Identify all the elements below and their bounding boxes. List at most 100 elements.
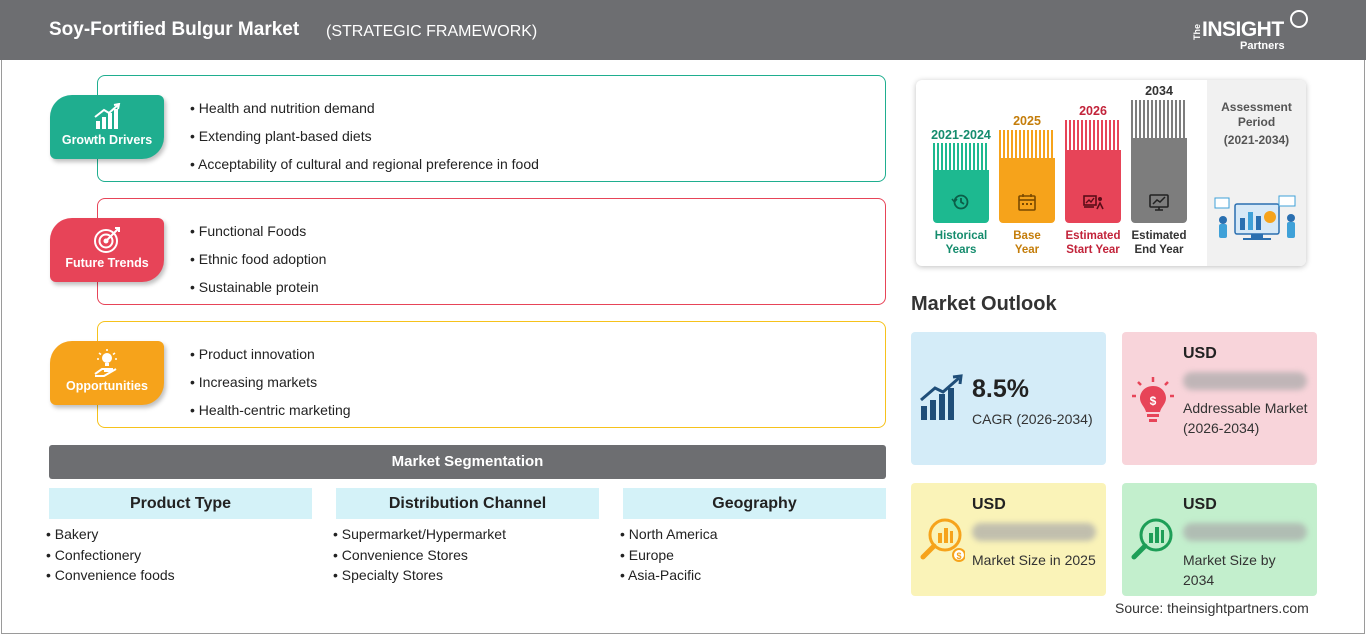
growth-drivers-label: Growth Drivers: [61, 133, 153, 147]
insight-partners-logo[interactable]: The INSIGHT Partners: [1188, 10, 1318, 54]
future-trends-list: Functional Foods Ethnic food adoption Su…: [190, 217, 327, 301]
cagr-card: 8.5% CAGR (2026-2034): [911, 332, 1106, 465]
analyst-dashboard-icon: [1214, 195, 1296, 240]
list-item: Functional Foods: [190, 217, 326, 245]
page-subtitle: (STRATEGIC FRAMEWORK): [326, 23, 538, 40]
timeline-year: 2026: [1079, 104, 1107, 118]
geography-list: North America Europe Asia-Pacific: [620, 524, 718, 586]
list-item: Health-centric marketing: [190, 396, 351, 424]
timeline-bar-body: [933, 170, 989, 223]
list-item: Ethnic food adoption: [190, 245, 327, 273]
timeline-bar-stripes: [1065, 120, 1121, 150]
segment-heading-geography: Geography: [623, 488, 886, 519]
distribution-channel-list: Supermarket/Hypermarket Convenience Stor…: [333, 524, 506, 586]
timeline-year: 2034: [1145, 84, 1173, 98]
history-clock-icon: [951, 194, 969, 210]
timeline-bar: [1065, 120, 1121, 223]
size2034-label: Market Size by 2034: [1183, 552, 1276, 588]
assessment-title: Assessment Period: [1221, 100, 1292, 129]
list-item: Convenience Stores: [333, 545, 506, 566]
content-frame: [1, 60, 1365, 634]
timeline-label-line2: Year: [1014, 244, 1040, 256]
magnifier-chart-icon: $: [920, 518, 965, 562]
bar-chart-growth-icon: [94, 103, 121, 129]
assessment-period-box: Assessment Period (2021-2034): [1207, 80, 1306, 266]
timeline-year: 2025: [1013, 114, 1041, 128]
list-item: Increasing markets: [190, 368, 351, 396]
svg-text:$: $: [956, 551, 961, 561]
market-outlook-title: Market Outlook: [911, 293, 1057, 315]
timeline-label-line2: End Year: [1134, 244, 1184, 256]
timeline-label-line1: Estimated: [1065, 230, 1121, 242]
list-item: Bakery: [46, 524, 175, 545]
timeline-bar-stripes: [1131, 100, 1187, 138]
cagr-value: 8.5%: [972, 375, 1029, 403]
assessment-period: (2021-2034): [1223, 133, 1290, 147]
list-item: Europe: [620, 545, 718, 566]
timeline-bar-stripes: [933, 143, 989, 170]
timeline-label-line1: Historical: [934, 230, 988, 242]
source-link[interactable]: Source: theinsightpartners.com: [1115, 600, 1309, 616]
monitor-chart-icon: [1149, 194, 1169, 211]
timeline-bar: [933, 143, 989, 223]
addressable-currency: USD: [1183, 345, 1217, 362]
size2025-currency: USD: [972, 496, 1006, 513]
logo-ring-icon: [1290, 10, 1308, 28]
timeline-bar-body: [1065, 150, 1121, 223]
list-item: Health and nutrition demand: [190, 94, 539, 122]
market-size-2025-card: $ USD Market Size in 2025: [911, 483, 1106, 596]
list-item: Extending plant-based diets: [190, 122, 539, 150]
svg-text:$: $: [1150, 394, 1157, 408]
opportunities-panel: Product innovation Increasing markets He…: [97, 321, 886, 428]
market-size-2034-card: USD Market Size by 2034: [1122, 483, 1317, 596]
list-item: Confectionery: [46, 545, 175, 566]
list-item: North America: [620, 524, 718, 545]
segment-heading-distribution: Distribution Channel: [336, 488, 599, 519]
list-item: Product innovation: [190, 340, 351, 368]
calendar-icon: [1018, 194, 1036, 211]
product-type-list: Bakery Confectionery Convenience foods: [46, 524, 175, 586]
opportunities-list: Product innovation Increasing markets He…: [190, 340, 351, 424]
opportunities-badge: Opportunities: [50, 341, 164, 405]
list-item: Supermarket/Hypermarket: [333, 524, 506, 545]
segment-heading-product-type: Product Type: [49, 488, 312, 519]
growth-drivers-list: Health and nutrition demand Extending pl…: [190, 94, 539, 178]
size2025-label: Market Size in 2025: [972, 552, 1096, 568]
size2025-value-blurred: [972, 523, 1096, 541]
logo-the: The: [1192, 24, 1202, 41]
segmentation-title: Market Segmentation: [49, 445, 886, 479]
list-item: Sustainable protein: [190, 273, 326, 301]
list-item: Acceptability of cultural and regional p…: [190, 150, 539, 178]
lightbulb-hand-icon: [94, 349, 117, 377]
timeline-label-line1: Base: [1013, 230, 1041, 242]
future-trends-badge: Future Trends: [50, 218, 164, 282]
timeline-label-line2: Years: [945, 244, 977, 256]
future-trends-panel: Functional Foods Ethnic food adoption Su…: [97, 198, 886, 305]
opportunities-label: Opportunities: [66, 379, 148, 393]
timeline-label-line2: Start Year: [1066, 244, 1120, 256]
growth-drivers-badge: Growth Drivers: [50, 95, 164, 159]
page-title: Soy-Fortified Bulgur Market: [49, 19, 300, 40]
cagr-label: CAGR (2026-2034): [972, 411, 1093, 427]
future-trends-label: Future Trends: [65, 256, 149, 270]
timeline-bar-body: [999, 158, 1055, 223]
timeline-year: 2021-2024: [931, 128, 991, 142]
list-item: Asia-Pacific: [620, 565, 718, 586]
timeline-bar: [1131, 100, 1187, 223]
logo-main: INSIGHT: [1202, 18, 1284, 41]
addressable-label: Addressable Market (2026-2034): [1183, 400, 1308, 436]
header-bar: Soy-Fortified Bulgur Market (STRATEGIC F…: [0, 0, 1366, 60]
list-item: Specialty Stores: [333, 565, 506, 586]
growth-chart-icon: [920, 374, 963, 420]
presentation-chart-icon: [1083, 195, 1104, 210]
logo-partners: Partners: [1240, 40, 1285, 52]
timeline-label-line1: Estimated: [1131, 230, 1187, 242]
timeline-bar-stripes: [999, 130, 1055, 158]
timeline-bar: [999, 130, 1055, 223]
target-icon: [94, 227, 120, 253]
addressable-value-blurred: [1183, 372, 1307, 390]
lightbulb-dollar-icon: $: [1132, 377, 1174, 422]
